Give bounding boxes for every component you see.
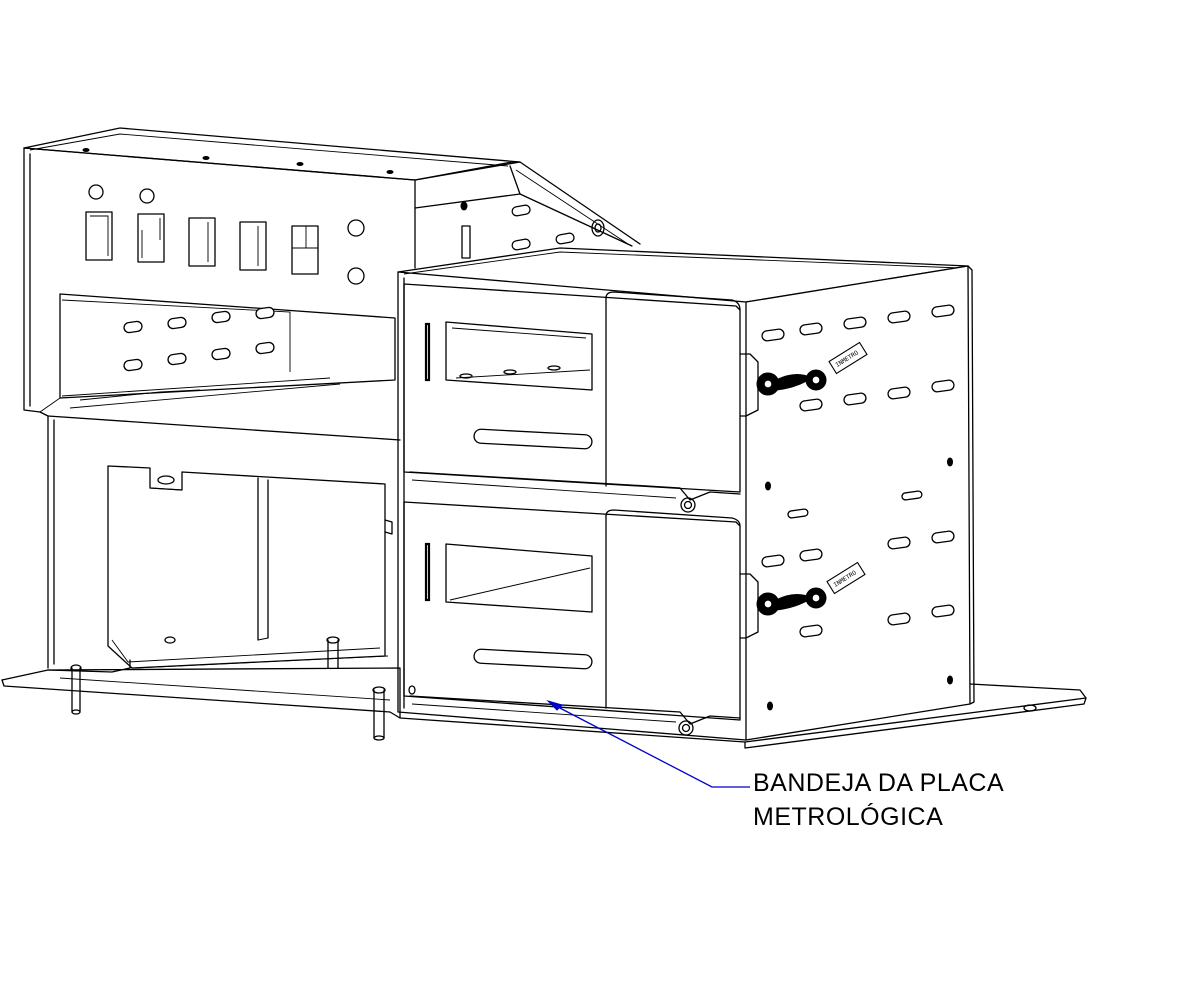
lower-drawer (403, 501, 741, 736)
lower-seal: INMETRO (739, 561, 866, 639)
rear-lower-housing (39, 411, 401, 673)
slanted-rear-panel (414, 161, 641, 259)
front-module-case (397, 247, 975, 741)
callout-leader (546, 699, 750, 788)
side-ventilation-slots (761, 304, 955, 711)
upper-drawer (403, 283, 741, 513)
callout-label-line-1: BANDEJA DA PLACA (753, 769, 1005, 797)
callout-label-line-2: METROLÓGICA (753, 803, 944, 831)
callout-label: BANDEJA DA PLACA METROLÓGICA (753, 766, 1004, 834)
base-plate (1, 636, 1087, 749)
upper-seal: INMETRO (739, 341, 868, 417)
